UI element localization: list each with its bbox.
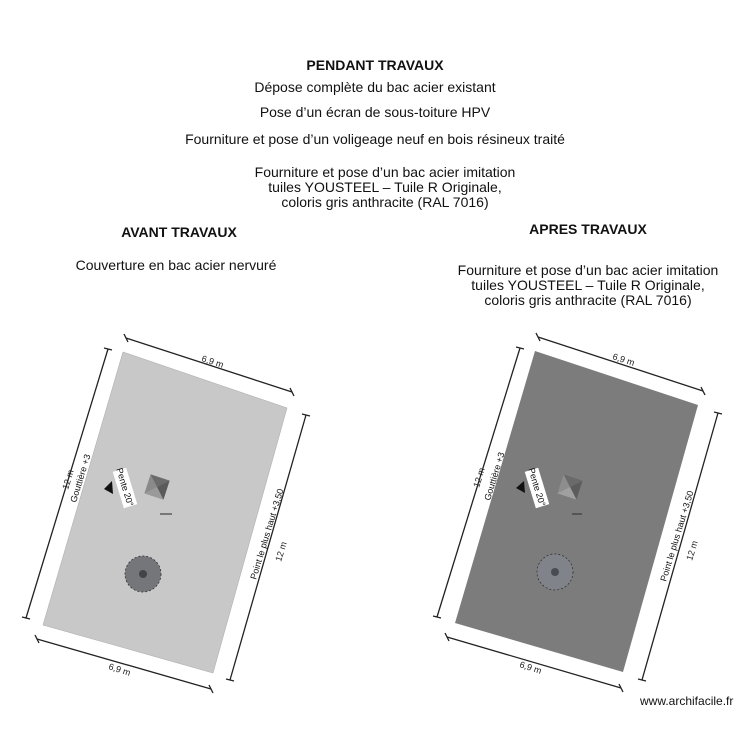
apres-travaux-title: APRES TRAVAUX (529, 221, 647, 237)
avant-dim-bottom-label: 6,9 m (107, 661, 132, 677)
pendant-block-line: tuiles YOUSTEEL – Tuile R Originale, (268, 179, 502, 195)
avant-slope-arrow-icon (104, 481, 113, 494)
apres-block-line: coloris gris anthracite (RAL 7016) (484, 292, 692, 308)
avant-dim-bottom (34, 634, 214, 694)
pendant-line-voligeage: Fourniture et pose d’un voligeage neuf e… (185, 131, 565, 147)
apres-vent-caption (572, 513, 582, 515)
apres-roof-surface[interactable] (455, 351, 698, 672)
apres-outlet-center-icon (551, 568, 559, 576)
apres-roof-plan: 6,9 m 12 m Gouttière +3 6,9 m 12 m Point… (432, 332, 723, 693)
apres-dim-right-label: 12 m (684, 540, 699, 562)
avant-vent-caption (160, 513, 172, 515)
archifacile-credit: www.archifacile.fr (640, 694, 734, 708)
apres-block-line: tuiles YOUSTEEL – Tuile R Originale, (471, 277, 705, 293)
avant-dim-top-label: 6,9 m (200, 353, 225, 369)
pendant-block-line: coloris gris anthracite (RAL 7016) (281, 194, 489, 210)
avant-dim-right (225, 413, 311, 682)
apres-dim-bottom-label: 6,9 m (518, 659, 543, 675)
pendant-block-line: Fourniture et pose d’un bac acier imitat… (254, 164, 516, 180)
apres-dim-top (535, 332, 706, 396)
apres-dim-left (432, 346, 525, 619)
avant-dim-top (123, 333, 295, 397)
avant-travaux-title: AVANT TRAVAUX (121, 224, 237, 240)
apres-dim-left-label: 12 m (471, 467, 486, 489)
pendant-line-ecran: Pose d’un écran de sous-toiture HPV (259, 104, 491, 120)
avant-roof-plan: 6,9 m 12 m Gouttière +3 6,9 m 12 m Point… (21, 333, 311, 694)
apres-dim-bottom (444, 632, 624, 693)
avant-travaux-description: Couverture en bac acier nervuré (75, 257, 277, 273)
pendant-bac-acier-block: Fourniture et pose d’un bac acier imitat… (0, 165, 750, 210)
pendant-line-depose: Dépose complète du bac acier existant (254, 79, 496, 95)
apres-roof-vent-icon[interactable] (557, 474, 583, 500)
apres-slope-label-box (524, 467, 550, 509)
apres-slope-arrow-icon (516, 481, 525, 493)
avant-dim-left (21, 347, 113, 620)
apres-block-line: Fourniture et pose d’un bac acier imitat… (457, 262, 719, 278)
avant-outlet-center-icon (139, 570, 147, 578)
avant-roof-surface[interactable] (42, 351, 288, 674)
avant-roof-vent-icon[interactable] (144, 474, 170, 500)
pendant-travaux-title: PENDANT TRAVAUX (306, 57, 444, 73)
avant-dim-right-label: 12 m (273, 541, 288, 563)
apres-dim-right (637, 411, 723, 682)
apres-travaux-description: Fourniture et pose d’un bac acier imitat… (0, 263, 750, 308)
avant-slope-label-box (112, 467, 138, 509)
